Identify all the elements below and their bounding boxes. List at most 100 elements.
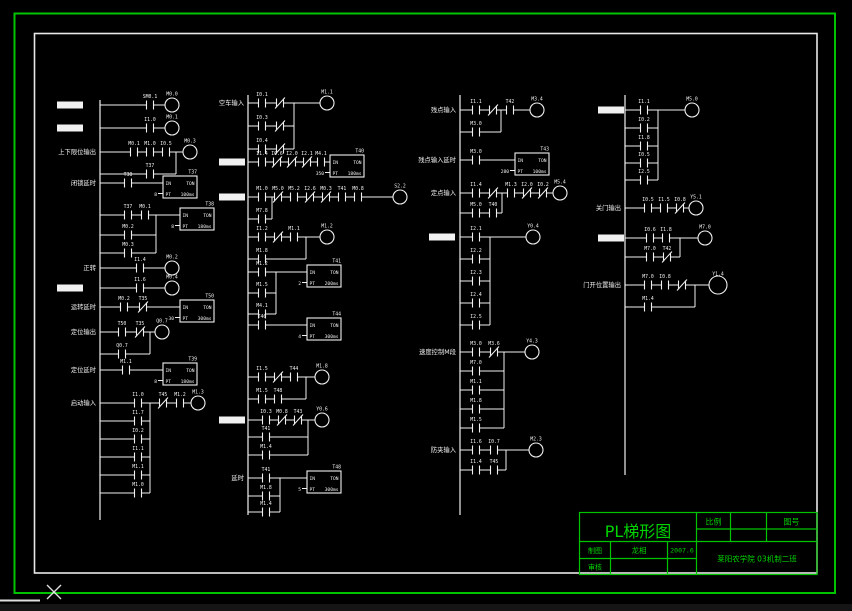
contact-label: I1.4 [470, 182, 482, 188]
contact-label: M4.1 [256, 303, 268, 309]
nc-slash [488, 346, 500, 358]
timer-type-label: TON [330, 476, 339, 482]
contact-label: I0.7 [488, 439, 500, 445]
contact-label: I1.7 [132, 410, 144, 416]
contact-label: M1.5 [470, 417, 482, 423]
contact-label: T41 [262, 467, 271, 473]
date: 2007.6 [670, 547, 694, 555]
coil [164, 260, 180, 276]
timer-box [329, 154, 365, 178]
nc-slash [320, 191, 332, 203]
contact-label: M0.1 [139, 204, 151, 210]
coil [319, 95, 335, 111]
scale-label: 比例 [706, 517, 722, 527]
contact-label: M0.2 [118, 296, 130, 302]
drafter-label: 制图 [588, 546, 602, 555]
timer-box [306, 317, 342, 341]
contact-label: M1.5 [256, 282, 268, 288]
timer-time: 100ms [181, 192, 195, 198]
nc-slash [274, 97, 286, 109]
inner-border [33, 32, 818, 574]
nc-slash [137, 301, 149, 313]
timer-in-label: IN [183, 305, 189, 311]
coil [164, 280, 180, 296]
drawing-title: PL梯形图 [605, 522, 672, 541]
timer-box [179, 207, 215, 231]
timer-time: 300ms [198, 316, 212, 322]
coil [190, 395, 206, 411]
nc-slash [272, 231, 284, 243]
contact-label: I0.5 [638, 152, 650, 158]
nc-slash [272, 371, 284, 383]
coil-label: M1.2 [321, 224, 333, 230]
contact-label: M0.8 [276, 409, 288, 415]
coil-label: M1.8 [316, 364, 328, 370]
nc-slash [487, 104, 499, 116]
nc-slash [272, 191, 284, 203]
timer-pt-label: PT [183, 224, 189, 230]
timer-in-label: IN [183, 213, 189, 219]
timer-time: 300ms [325, 487, 339, 493]
contact-label: M1.0 [256, 186, 268, 192]
contact-label: Q0.7 [116, 343, 128, 349]
contact-label: M1.2 [256, 261, 268, 267]
timer-preset: 30 [168, 316, 174, 322]
contact-label: I0.6 [271, 151, 283, 157]
contact-label: I0.2 [132, 428, 144, 434]
timer-in-label: IN [518, 158, 524, 164]
contact-label: I1.4 [256, 151, 268, 157]
rung-comment: 关门输出 [596, 203, 621, 212]
contact-label: T42 [506, 99, 515, 105]
timer-pt-label: PT [518, 169, 524, 175]
timer-box [162, 362, 198, 386]
timer-pt-label: PT [183, 316, 189, 322]
outer-border [13, 12, 836, 594]
contact-label: T35 [136, 321, 145, 327]
contact-label: T41 [338, 186, 347, 192]
contact-label: I0.2 [537, 182, 549, 188]
timer-preset: 5 [298, 487, 301, 493]
contact-label: T44 [290, 366, 299, 372]
contact-label: M1.2 [174, 392, 186, 398]
contact-label: M0.1 [128, 141, 140, 147]
coil [684, 102, 700, 118]
nc-slash [271, 156, 283, 168]
checker-label: 审核 [588, 563, 602, 572]
nc-slash [661, 251, 673, 263]
coil-label: Y0.4 [527, 224, 539, 230]
contact-label: M0.8 [352, 186, 364, 192]
contact-label: M0.3 [320, 186, 332, 192]
contact-label: M7.0 [644, 246, 656, 252]
coil-label: Y0.6 [316, 407, 328, 413]
timer-in-label: IN [166, 368, 172, 374]
contact-label: M3.6 [488, 341, 500, 347]
contact-label: I1.5 [256, 366, 268, 372]
timer-type-label: TON [330, 270, 339, 276]
timer-preset: 350 [316, 171, 325, 177]
timer-time: 180ms [181, 379, 195, 385]
label-block [219, 193, 245, 201]
title-block [578, 511, 818, 576]
coil-label: Q0.7 [156, 319, 168, 325]
contact-label: I1.8 [638, 135, 650, 141]
contact-label: M1.4 [260, 444, 272, 450]
coil-label: M0.2 [166, 255, 178, 261]
coil [697, 230, 713, 246]
timer-type-label: TON [203, 305, 212, 311]
contact-label: I1.0 [144, 117, 156, 123]
contact-label: I2.1 [301, 151, 313, 157]
timer-name: T41 [332, 259, 341, 265]
timer-type-label: TON [203, 213, 212, 219]
contact-label: M5.2 [288, 186, 300, 192]
timer-in-label: IN [310, 270, 316, 276]
rung-comment: 门开位置输出 [583, 280, 621, 289]
rung-comment: 定点输入 [431, 188, 457, 197]
timer-preset: 280 [501, 169, 510, 175]
drawing-number-label: 图号 [784, 518, 800, 527]
label-block [57, 101, 83, 109]
timer-pt-label: PT [333, 171, 339, 177]
nc-slash [134, 326, 146, 338]
contact-label: M1.5 [256, 388, 268, 394]
label-block [219, 158, 245, 166]
